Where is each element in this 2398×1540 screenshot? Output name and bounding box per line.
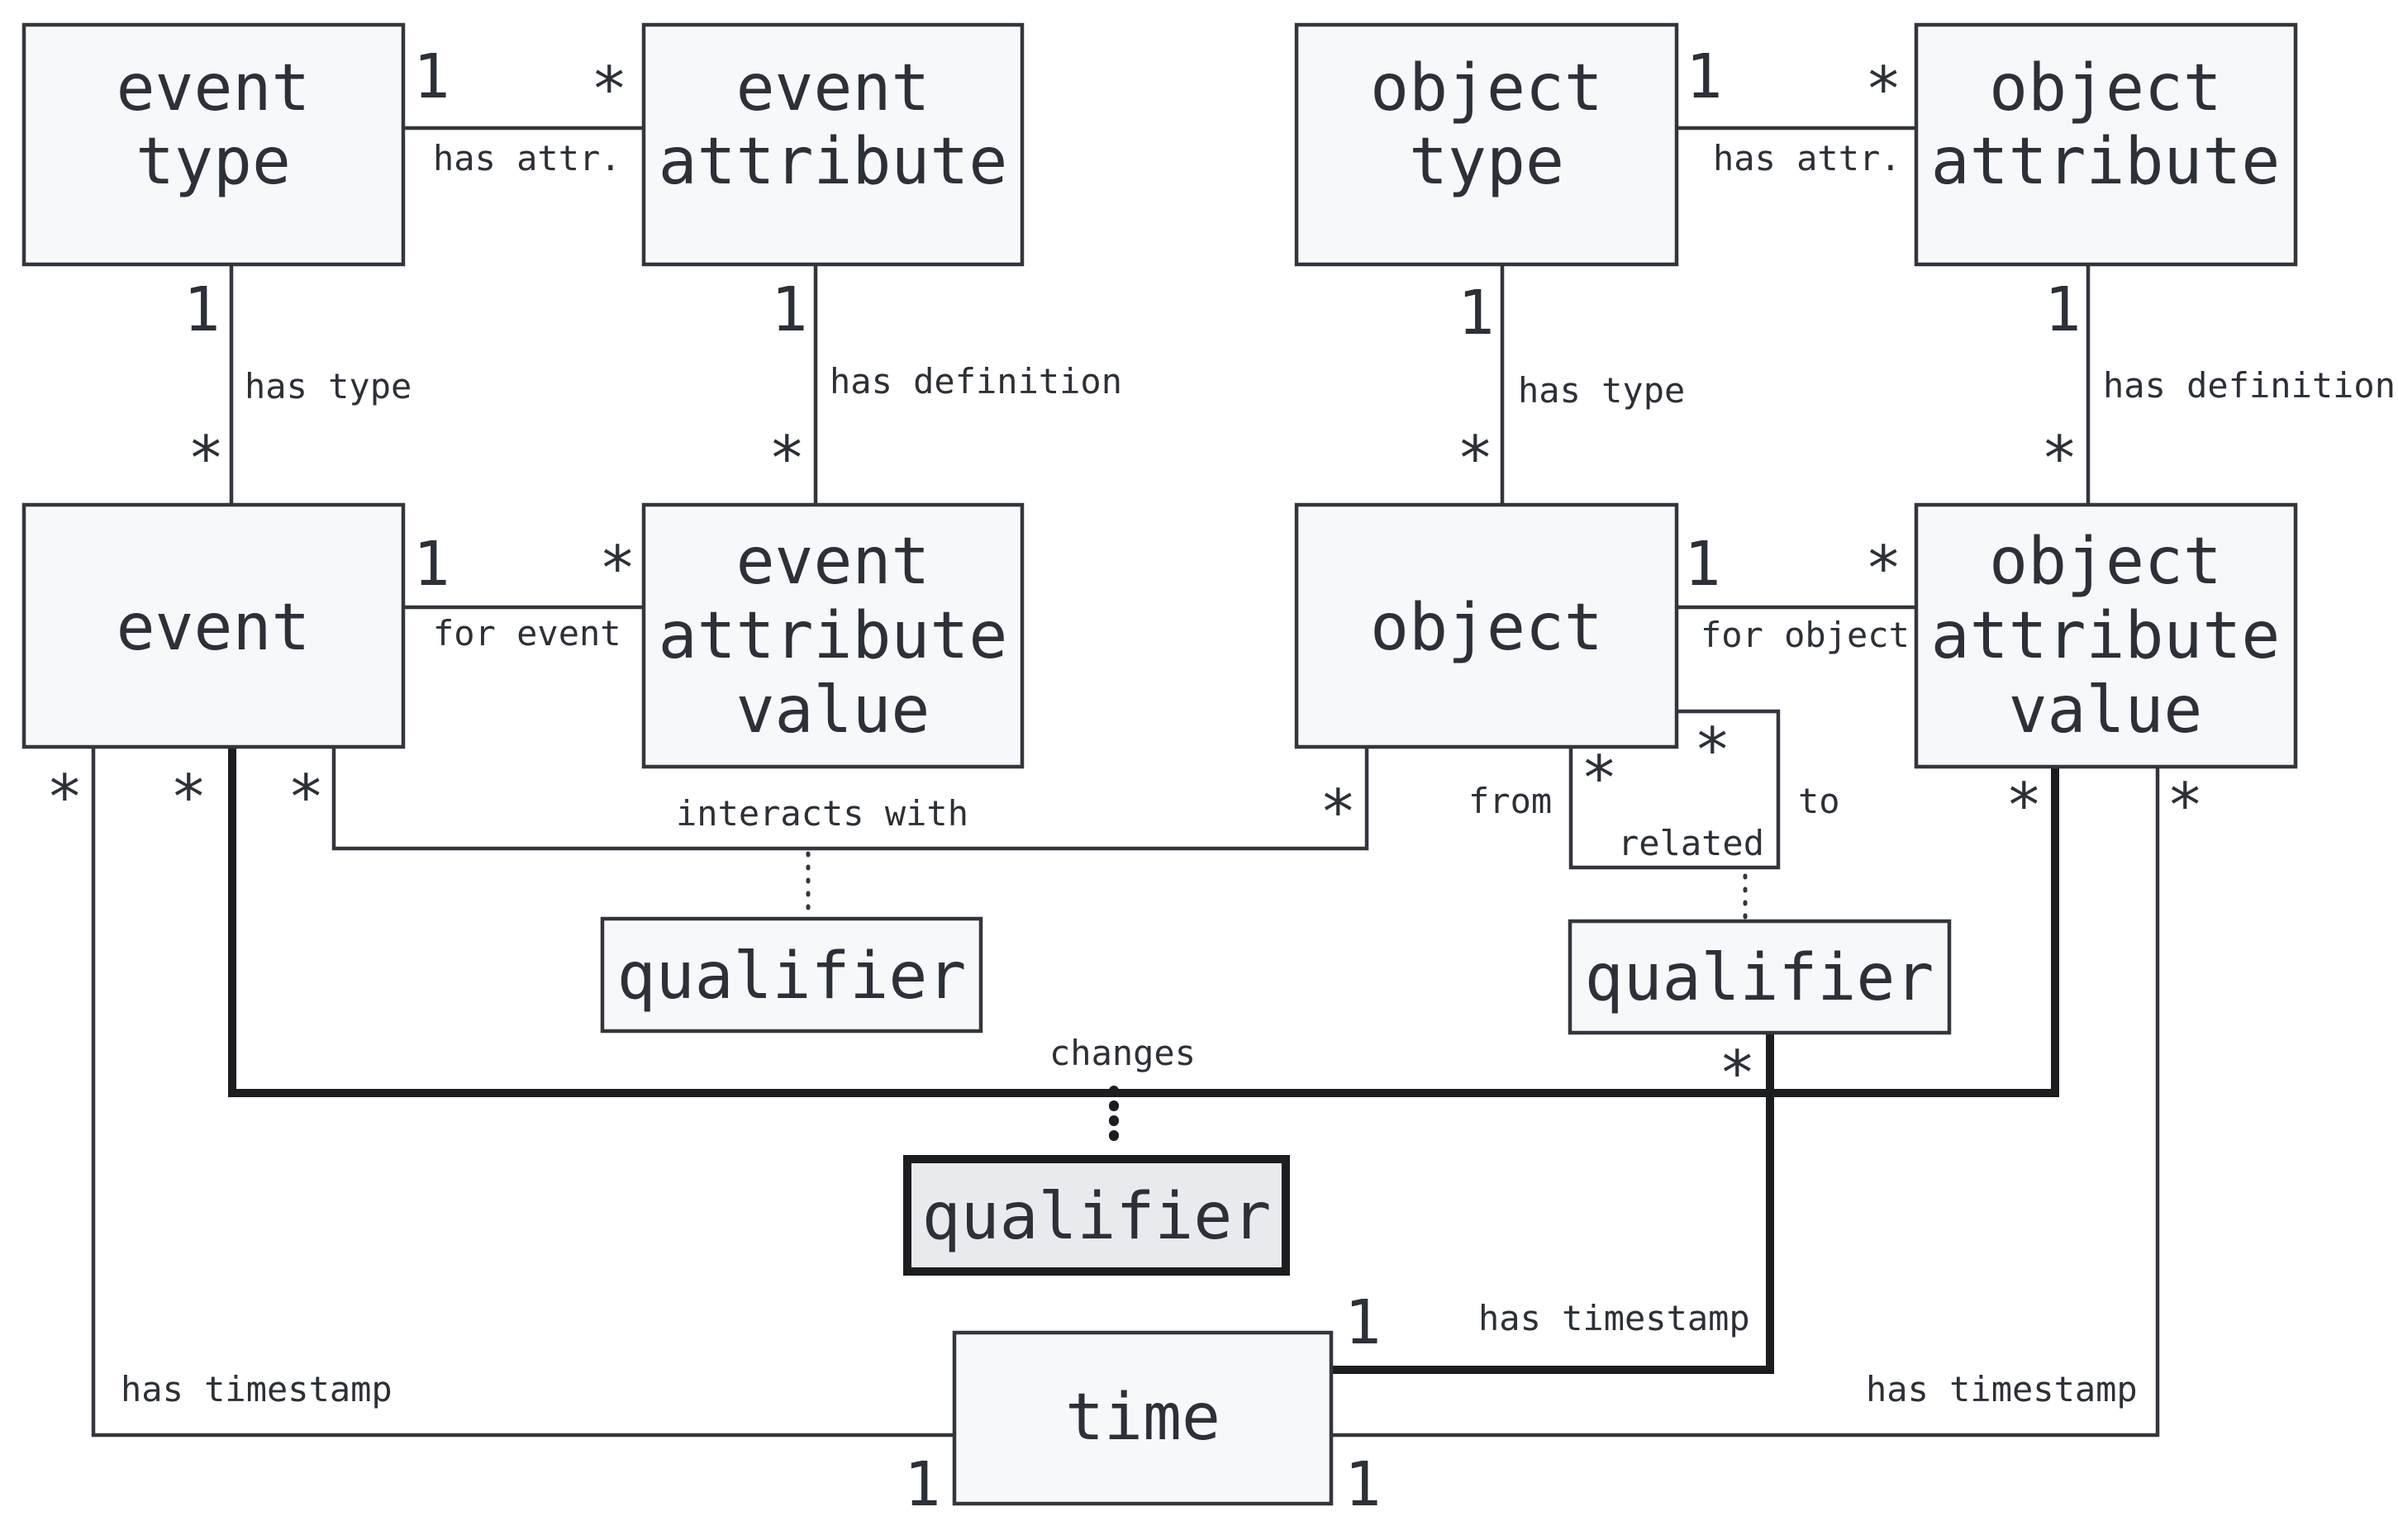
entity-name: attribute (659, 599, 1008, 673)
multiplicity-many: * (46, 762, 83, 833)
entity-event[interactable]: event (21, 502, 406, 749)
entity-name: object (1989, 51, 2222, 126)
entity-name: object (1370, 51, 1603, 126)
edge-object-related (1568, 709, 1781, 870)
label-to: to (1798, 781, 1840, 821)
entity-qualifier-changes[interactable]: qualifier (903, 1155, 1290, 1276)
multiplicity-one: 1 (1684, 529, 1721, 600)
entity-name: value (736, 673, 930, 748)
entity-name: type (136, 125, 291, 199)
multiplicity-one: 1 (413, 529, 450, 600)
multiplicity-many: * (1865, 533, 1902, 604)
label-event-attr-has-definition: has definition (830, 361, 1122, 402)
entity-name: time (1065, 1381, 1220, 1455)
entity-object-attribute[interactable]: object attribute (1914, 22, 2298, 267)
multiplicity-one: 1 (413, 41, 450, 112)
label-event-type-has-attr: has attr. (433, 138, 621, 178)
multiplicities: 1 * 1 * 1 * 1 * 1 * 1 * 1 * 1 * * * * * … (46, 41, 2204, 1520)
connectors (91, 126, 2160, 1438)
multiplicity-many: * (1457, 423, 1494, 494)
multiplicity-many: * (2005, 770, 2043, 841)
multiplicity-many: * (591, 54, 628, 125)
entity-name: attribute (1931, 125, 2281, 199)
label-interacts-with: interacts with (676, 793, 968, 834)
entity-qualifier-related[interactable]: qualifier (1568, 919, 1952, 1035)
label-event-has-type: has type (245, 366, 412, 406)
multiplicity-many: * (2167, 770, 2204, 841)
label-oav-has-timestamp: has timestamp (1866, 1369, 2138, 1409)
label-object-attr-has-definition: has definition (2103, 365, 2396, 406)
entity-name: type (1409, 125, 1564, 199)
multiplicity-many: * (188, 423, 225, 494)
label-for-event: for event (433, 613, 621, 654)
entity-name: event (736, 51, 930, 126)
multiplicity-one: 1 (1458, 278, 1495, 349)
entity-name: qualifier (1585, 941, 1934, 1015)
label-object-has-type: has type (1518, 370, 1685, 411)
multiplicity-many: * (288, 762, 325, 833)
entity-name: value (2009, 673, 2203, 748)
entity-name: event (117, 591, 311, 665)
multiplicity-many: * (1581, 743, 1618, 814)
edge-oav-timestamp (1329, 764, 2160, 1438)
entity-object[interactable]: object (1294, 502, 1679, 749)
multiplicity-many: * (2041, 423, 2078, 494)
label-changes: changes (1049, 1033, 1196, 1073)
multiplicity-one: 1 (1344, 1449, 1382, 1520)
entity-object-attribute-value[interactable]: object attribute value (1914, 502, 2298, 769)
label-from: from (1468, 781, 1552, 821)
entity-name: event (736, 525, 930, 599)
edge-change-timestamp (1327, 1029, 1774, 1374)
entity-name: object (1989, 525, 2222, 599)
entity-name: object (1370, 591, 1603, 665)
multiplicity-one: 1 (1686, 41, 1723, 112)
multiplicity-one: 1 (904, 1449, 941, 1520)
multiplicity-many: * (1320, 777, 1357, 848)
multiplicity-many: * (1865, 54, 1902, 125)
entity-event-attribute[interactable]: event attribute (641, 22, 1025, 267)
multiplicity-many: * (170, 762, 207, 833)
multiplicity-one: 1 (771, 274, 808, 345)
relationship-labels: has attr. has attr. has type has definit… (121, 138, 2396, 1409)
entity-time[interactable]: time (952, 1330, 1334, 1506)
multiplicity-one: 1 (183, 274, 221, 345)
multiplicity-many: * (599, 533, 636, 604)
edge-interacts-with (331, 744, 1369, 851)
entity-name: qualifier (922, 1180, 1272, 1254)
entity-name: attribute (659, 125, 1008, 199)
multiplicity-one: 1 (1344, 1287, 1382, 1358)
multiplicity-many: * (1719, 1038, 1756, 1109)
entity-event-type[interactable]: event type (21, 22, 406, 267)
label-object-type-has-attr: has attr. (1713, 138, 1901, 178)
entity-name: attribute (1931, 599, 2281, 673)
entity-name: qualifier (617, 939, 967, 1014)
label-event-has-timestamp: has timestamp (121, 1369, 393, 1409)
label-related: related (1618, 823, 1764, 863)
label-change-has-timestamp: has timestamp (1478, 1298, 1750, 1338)
multiplicity-many: * (1694, 715, 1731, 786)
label-for-object: for object (1701, 615, 1910, 655)
multiplicity-many: * (768, 423, 806, 494)
entity-object-type[interactable]: object type (1294, 22, 1679, 267)
entity-name: event (117, 51, 311, 126)
edge-changes (228, 743, 2059, 1097)
multiplicity-one: 1 (2044, 274, 2082, 345)
entity-qualifier-interacts[interactable]: qualifier (600, 916, 983, 1034)
entity-event-attribute-value[interactable]: event attribute value (641, 502, 1025, 769)
edge-event-timestamp (91, 744, 957, 1438)
